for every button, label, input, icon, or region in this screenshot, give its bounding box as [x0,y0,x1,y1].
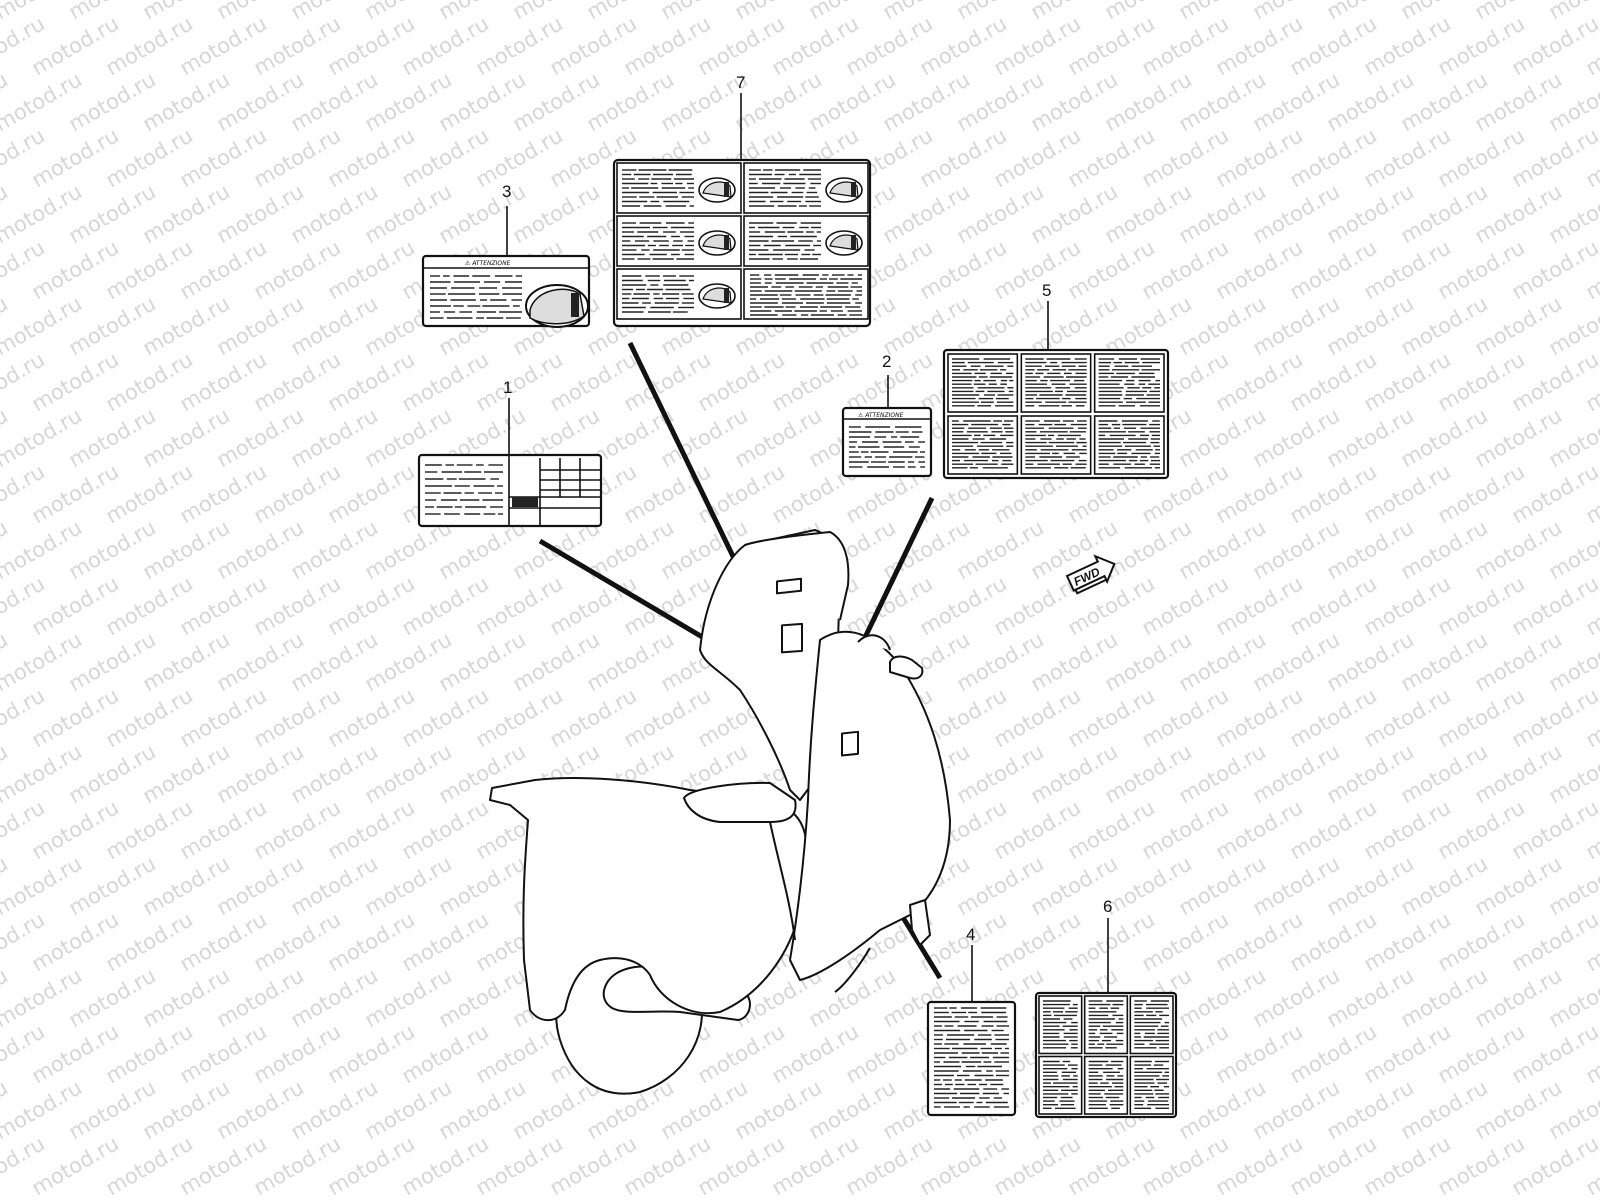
label-4-text-area [934,1007,1009,1108]
part-number-2: 2 [882,352,891,371]
label-3: 3 ⚠ ATTENZIONE [421,182,591,328]
label-3-text-area [430,275,522,319]
scooter-outline [489,529,951,1095]
fwd-arrow-icon [1065,554,1116,592]
part-number-3: 3 [502,182,511,201]
part-number-7: 7 [736,73,745,92]
label-3-scooter-illustration [525,284,589,328]
label-4: 4 [926,925,1017,1117]
label-1-table [509,458,600,526]
label-5-panels [947,353,1165,475]
label-2: 2 ⚠ ATTENZIONE [841,352,933,478]
part-number-1: 1 [503,378,512,397]
part-number-5: 5 [1042,281,1051,300]
label-1: 1 [417,378,603,528]
label-2-text-area [849,426,925,468]
part-number-4: 4 [966,925,975,944]
fwd-direction-badge: FWD [1065,554,1116,595]
label-7: 7 [612,73,872,328]
part-number-6: 6 [1103,897,1112,916]
label-5: 5 [942,281,1170,480]
label-1-text-area [425,464,503,515]
label-7-panels [616,162,869,320]
label-6-panels [1038,995,1174,1115]
label-2-header: ⚠ ATTENZIONE [858,412,904,419]
label-3-header: ⚠ ATTENZIONE [465,260,511,267]
label-6: 6 [1034,897,1178,1119]
